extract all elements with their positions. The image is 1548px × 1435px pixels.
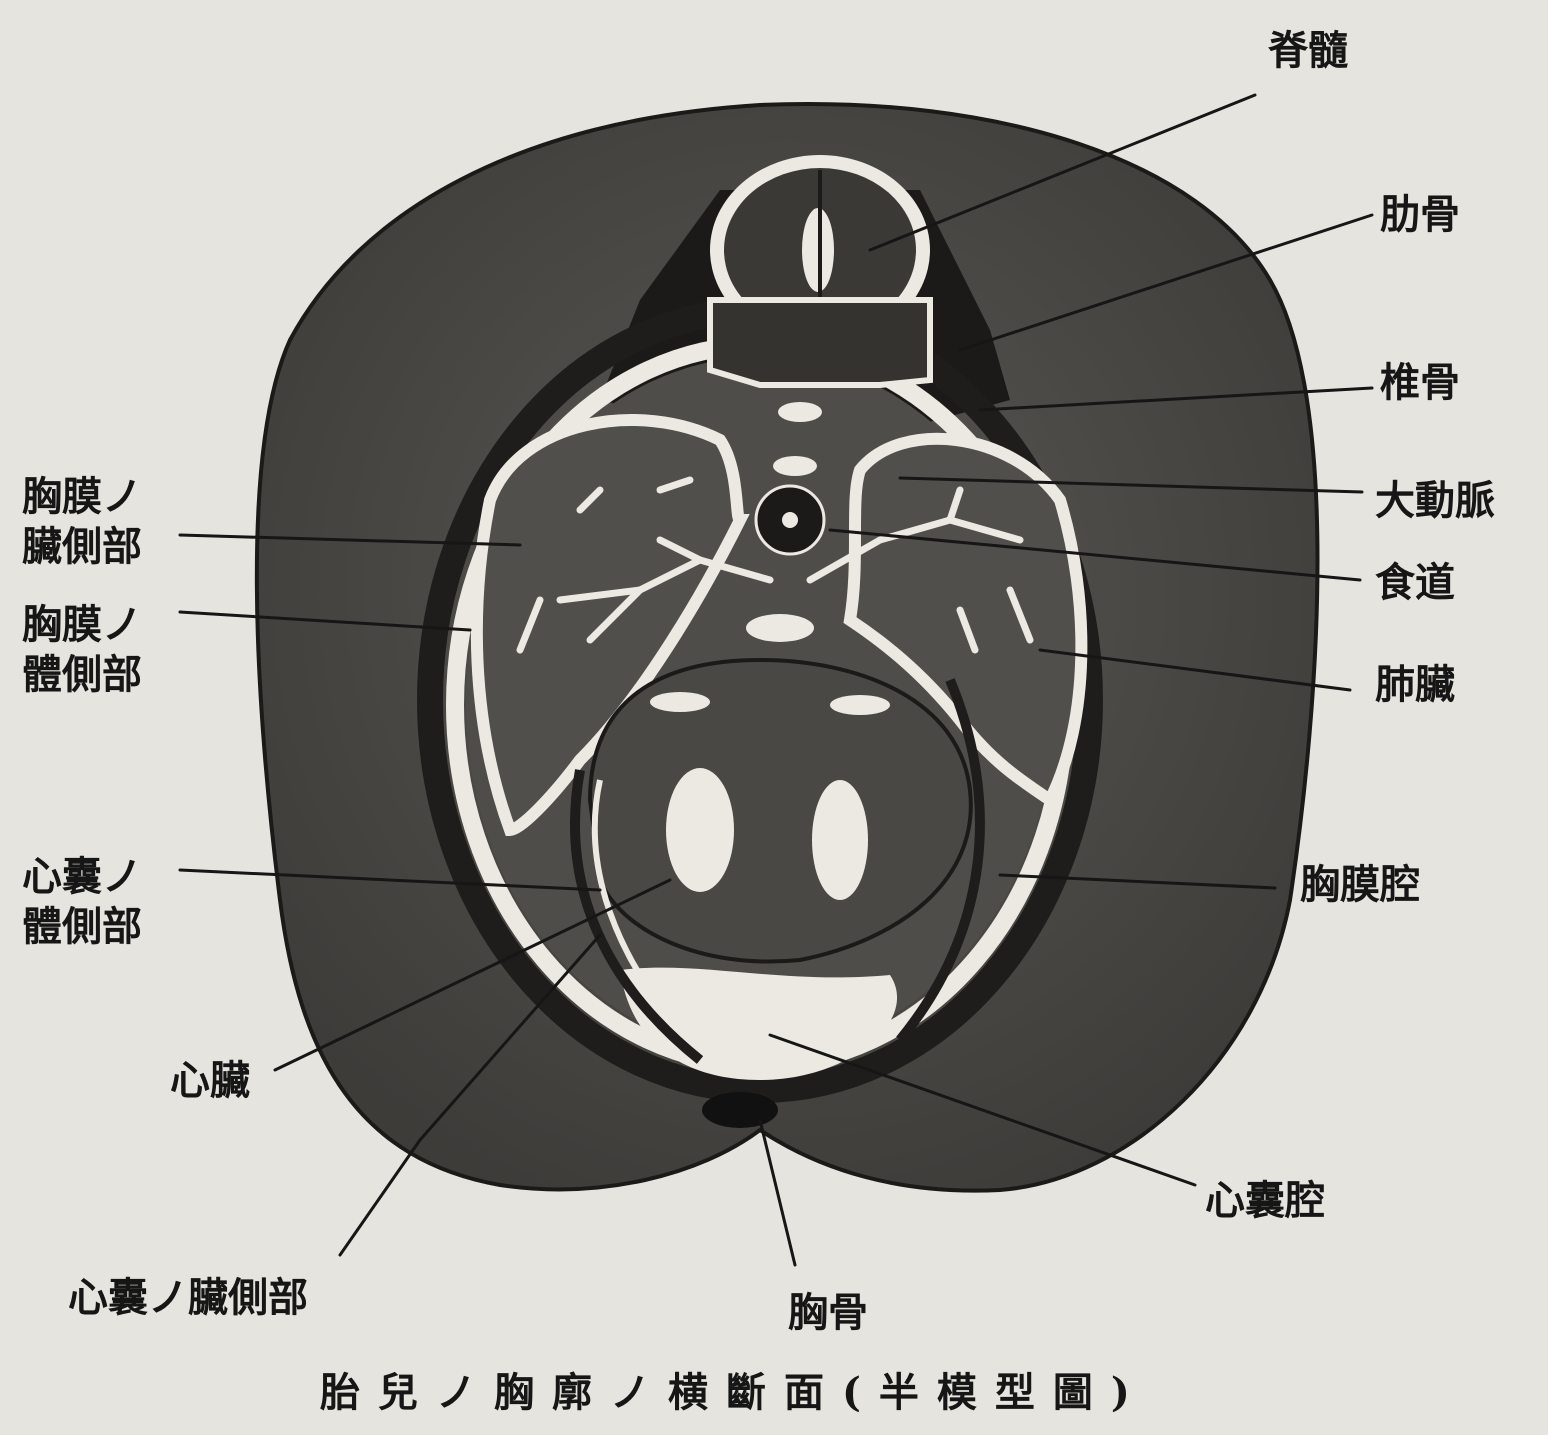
label-spinal-cord: 脊髓 bbox=[1268, 28, 1348, 74]
figure-caption: 胎兒ノ胸廓ノ横斷面(半模型圖) bbox=[320, 1360, 1148, 1418]
label-vertebra: 椎骨 bbox=[1380, 360, 1460, 406]
label-parietal-pleura: 胸膜ノ 體側部 bbox=[22, 600, 142, 700]
label-pleural-cavity: 胸膜腔 bbox=[1300, 862, 1420, 908]
label-parietal-pleura-line2: 體側部 bbox=[22, 650, 142, 700]
label-visceral-pericardium: 心囊ノ臟側部 bbox=[68, 1275, 308, 1321]
label-parietal-pericardium: 心囊ノ 體側部 bbox=[22, 852, 142, 952]
label-aorta: 大動脈 bbox=[1375, 478, 1495, 524]
label-visceral-pleura: 胸膜ノ 臟側部 bbox=[22, 472, 142, 572]
label-visceral-pleura-line2: 臟側部 bbox=[22, 522, 142, 572]
label-parietal-pericardium-line2: 體側部 bbox=[22, 902, 142, 952]
sternum bbox=[702, 1092, 778, 1128]
label-pericardial-cavity: 心囊腔 bbox=[1205, 1178, 1325, 1224]
label-rib: 肋骨 bbox=[1380, 192, 1460, 238]
label-parietal-pleura-line1: 胸膜ノ bbox=[22, 600, 142, 650]
label-heart: 心臟 bbox=[170, 1058, 250, 1104]
label-esophagus: 食道 bbox=[1375, 560, 1455, 606]
vertebral-body bbox=[710, 300, 930, 385]
label-lung: 肺臟 bbox=[1375, 662, 1455, 708]
label-parietal-pericardium-line1: 心囊ノ bbox=[22, 852, 142, 902]
label-sternum: 胸骨 bbox=[788, 1290, 868, 1336]
label-visceral-pleura-line1: 胸膜ノ bbox=[22, 472, 142, 522]
